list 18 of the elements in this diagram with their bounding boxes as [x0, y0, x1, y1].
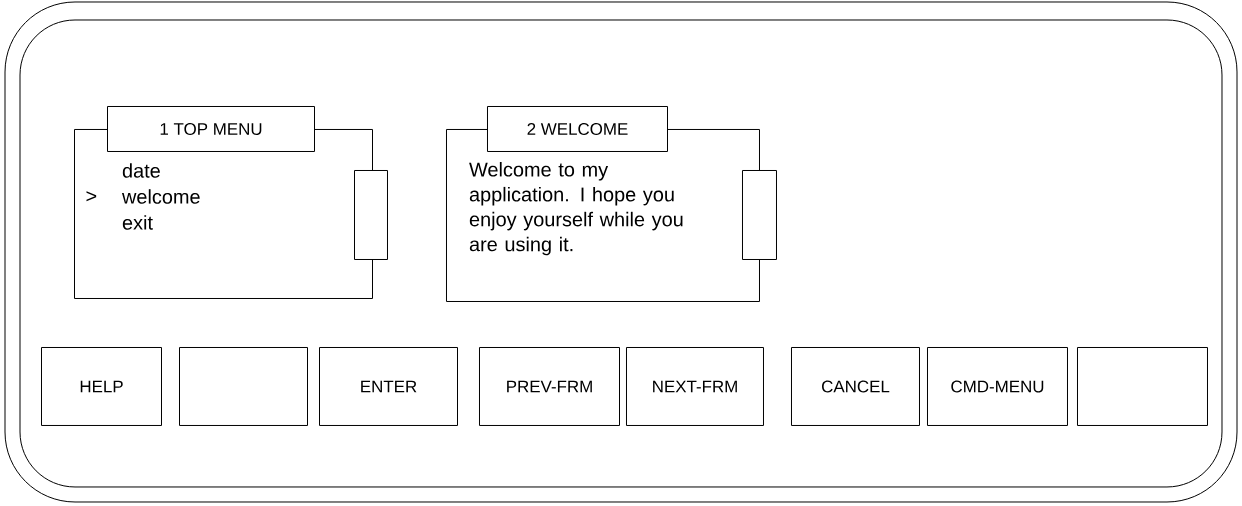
blank-key [1077, 347, 1208, 426]
screen-frame [4, 1, 1238, 503]
menu-item: date [122, 163, 160, 178]
function-key: PREV-FRM [479, 347, 620, 426]
blank-key [179, 347, 308, 426]
menu-item: exit [122, 215, 153, 230]
function-key: CMD-MENU [927, 347, 1068, 426]
window [446, 106, 777, 302]
function-key: CANCEL [791, 347, 920, 426]
window [74, 106, 388, 299]
selection-cursor: > [86, 191, 97, 202]
menu-item: welcome [121, 189, 200, 204]
window-title: 2 WELCOME [487, 106, 668, 152]
function-key: ENTER [319, 347, 458, 426]
function-key: HELP [41, 347, 162, 426]
window-title: 1 TOP MENU [107, 106, 315, 152]
message-text: Welcome to my application. I hope you enjoy yourself while you are using it. [469, 162, 683, 256]
function-key: NEXT-FRM [626, 347, 764, 426]
